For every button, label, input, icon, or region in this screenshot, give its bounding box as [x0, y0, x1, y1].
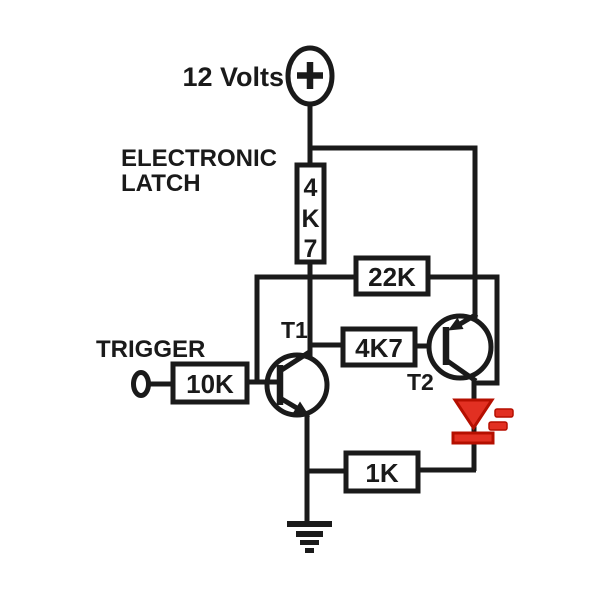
led-light-dash-1 [494, 408, 514, 418]
resistor-1k: 1K [343, 450, 421, 494]
resistor-10k-value: 10K [186, 369, 234, 399]
resistor-4k7-char-3: 7 [304, 235, 318, 263]
ground-bar-1 [287, 521, 332, 527]
resistor-4k7-char-2: K [301, 205, 319, 233]
resistor-4k7-vertical-body [294, 162, 327, 265]
led-triangle-icon [452, 398, 495, 431]
supply-label: 12 Volts [182, 62, 284, 92]
resistor-4k7-horizontal-body [340, 326, 418, 368]
resistor-4k7-horizontal: 4K7 [340, 326, 418, 368]
resistor-4k7-char-1: 4 [304, 174, 318, 202]
resistor-4k7-vertical: 4 K 7 [294, 162, 327, 265]
t1-emitter-arrow-icon [292, 401, 310, 417]
ground-bar-3 [300, 540, 319, 545]
title-line-1: ELECTRONIC [121, 145, 277, 172]
trigger-label: TRIGGER [96, 336, 205, 363]
title-line-2: LATCH [121, 170, 201, 197]
supply-plus-icon [297, 62, 323, 89]
trigger-terminal [131, 370, 151, 398]
diagram-title: ELECTRONIC LATCH [121, 145, 277, 197]
t1-collector-lead [278, 348, 313, 374]
resistor-22k: 22K [353, 255, 431, 297]
resistor-22k-value: 22K [368, 262, 416, 292]
led [451, 398, 514, 445]
resistor-4k7-horizontal-value: 4K7 [355, 333, 403, 363]
resistor-1k-value: 1K [365, 458, 398, 488]
ground-icon [287, 521, 332, 553]
resistor-10k-body [170, 361, 250, 405]
t1-label: T1 [281, 317, 308, 343]
t2-label: T2 [407, 369, 434, 395]
t2-emitter-arrow-icon [448, 317, 464, 331]
ground-bar-2 [296, 531, 323, 537]
resistor-1k-body [343, 450, 421, 494]
resistor-22k-body [353, 255, 431, 297]
t2-collector-lead [444, 357, 478, 384]
trigger-input: TRIGGER 10K [96, 336, 250, 405]
led-light-dash-2 [488, 421, 508, 431]
ground-bar-4 [305, 548, 314, 553]
transistor-t1: T1 [264, 317, 330, 418]
led-cathode-bar [451, 431, 495, 445]
dc-supply: 12 Volts [182, 45, 335, 107]
transistor-t2: T2 [407, 311, 494, 395]
